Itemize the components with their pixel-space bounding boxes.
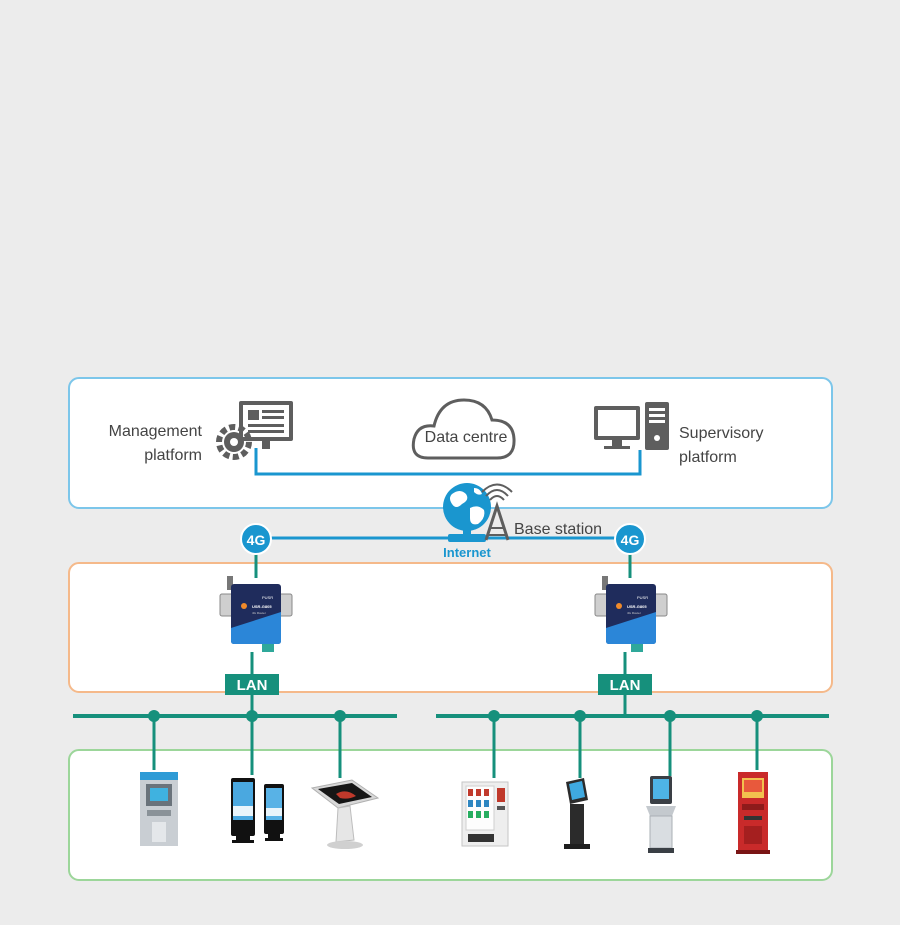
base-station-tower-icon <box>481 483 513 541</box>
digital-signage-icon <box>231 778 284 843</box>
base-station-label: Base station <box>514 521 602 538</box>
router-left: PUSR USR-G805 4G Router <box>219 576 293 652</box>
platform-link-line <box>254 448 642 476</box>
lan-drops <box>152 716 759 778</box>
lan-label-left: LAN <box>225 674 279 695</box>
router-left-brand: PUSR <box>262 595 273 600</box>
router-left-subtitle: 4G Router <box>252 611 266 615</box>
badge-4g-right-text: 4G <box>621 532 640 548</box>
management-label-line2: platform <box>144 447 202 464</box>
lan-label-right: LAN <box>598 674 652 695</box>
router-right: PUSR USR-G805 4G Router <box>594 576 668 652</box>
internet-globe-icon <box>443 483 491 542</box>
supervisory-label-line2: platform <box>679 449 737 466</box>
internet-label: Internet <box>443 545 491 560</box>
router-left-model: USR-G805 <box>252 604 272 609</box>
data-centre-label: Data centre <box>425 429 508 446</box>
supervisory-label-line1: Supervisory <box>679 425 763 442</box>
management-label-line1: Management <box>109 423 203 440</box>
router-right-brand: PUSR <box>637 595 648 600</box>
badge-4g-left-text: 4G <box>247 532 266 548</box>
management-icon <box>216 401 293 460</box>
self-service-terminal-icon <box>646 776 676 853</box>
lan-label-right-text: LAN <box>610 677 641 694</box>
router-box <box>68 562 833 693</box>
badge-4g-right: 4G <box>614 523 646 555</box>
data-centre-cloud-icon <box>411 398 516 460</box>
devices-box <box>68 749 833 881</box>
lan-junction-dots <box>148 710 763 722</box>
atm-icon <box>140 772 178 846</box>
router-right-model: USR-G805 <box>627 604 647 609</box>
lan-label-left-text: LAN <box>237 677 268 694</box>
badge-4g-left: 4G <box>240 523 272 555</box>
vending-machine-icon <box>461 781 509 847</box>
queue-ticket-kiosk-icon <box>564 778 590 849</box>
payment-kiosk-icon <box>736 772 770 854</box>
touch-table-kiosk-icon <box>310 779 380 849</box>
router-right-subtitle: 4G Router <box>627 611 641 615</box>
supervisory-computer-icon <box>594 402 669 450</box>
